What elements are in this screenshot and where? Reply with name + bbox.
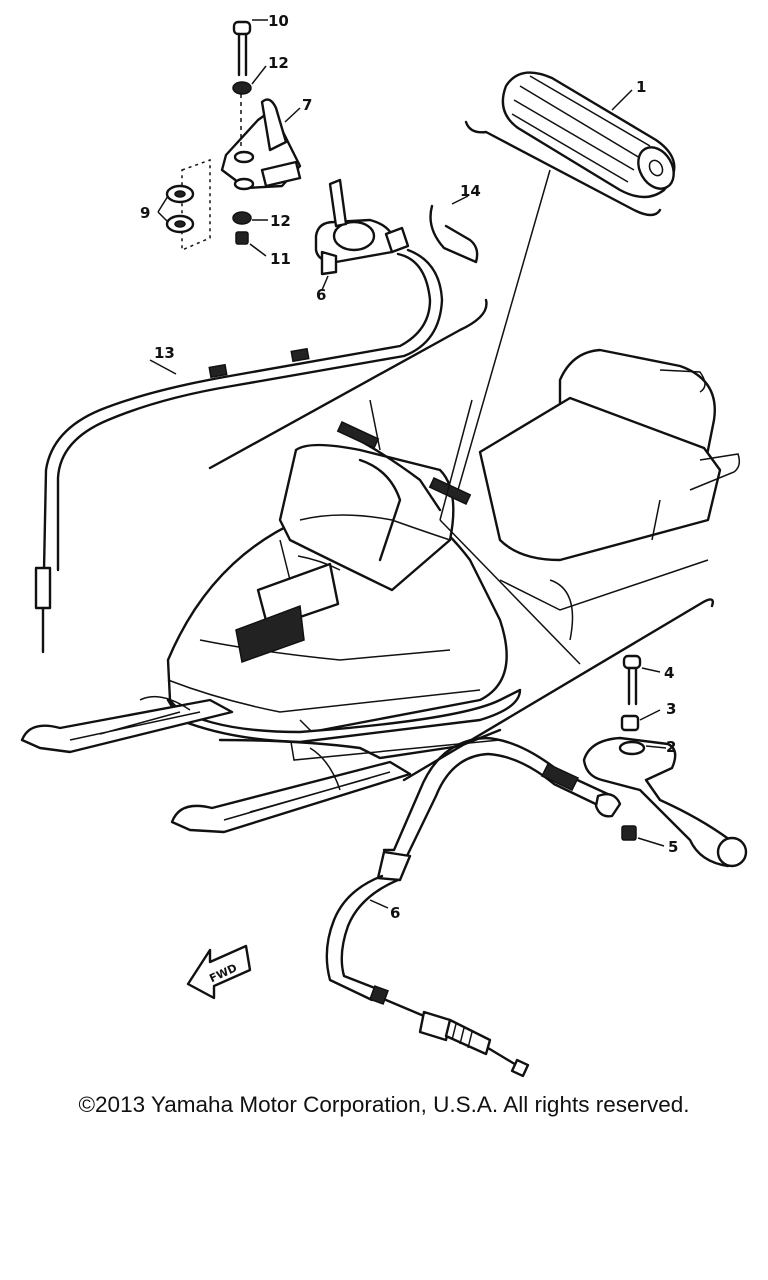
lock-washer-part-12-top — [232, 65, 267, 95]
fwd-direction-arrow — [186, 944, 252, 1000]
callout-6-cable: 6 — [390, 904, 400, 922]
callout-9: 9 — [140, 204, 150, 222]
callout-2: 2 — [666, 738, 676, 756]
throttle-housing-part-8 — [314, 178, 410, 291]
callout-12-lower: 12 — [270, 212, 291, 230]
callout-14: 14 — [460, 182, 481, 200]
housing-leader-line — [369, 399, 381, 451]
callout-4: 4 — [664, 664, 674, 682]
callout-7: 7 — [302, 96, 312, 114]
brake-leader-line — [439, 519, 581, 665]
collar-part-3 — [620, 709, 661, 732]
callout-3: 3 — [666, 700, 676, 718]
callout-6-top: 6 — [316, 286, 326, 304]
callout-11: 11 — [270, 250, 291, 268]
lock-washer-part-12-lower — [232, 211, 268, 225]
section-divider-upper — [208, 298, 488, 470]
brake-cable-part-6 — [325, 736, 622, 1078]
bracket-part-7 — [220, 94, 302, 191]
bolt-part-10 — [232, 19, 268, 77]
nut-part-5 — [621, 825, 665, 847]
callout-10: 10 — [268, 12, 289, 30]
snowmobile-body — [20, 348, 741, 834]
callout-12-top: 12 — [268, 54, 289, 72]
throttle-cable-part-13 — [34, 248, 444, 654]
brake-lever-part-2 — [582, 736, 748, 868]
section-divider-mid — [402, 598, 714, 782]
grip-leader-line — [457, 169, 551, 491]
parts-exploded-diagram: 1 2 3 4 5 6 7 8 9 10 11 12 12 13 14 6 FW… — [20, 12, 748, 1078]
copyright-notice: ©2013 Yamaha Motor Corporation, U.S.A. A… — [78, 1092, 690, 1117]
callout-1: 1 — [636, 78, 646, 96]
grip-bracket-line — [464, 120, 662, 217]
nut-part-11 — [235, 231, 267, 257]
callout-13: 13 — [154, 344, 175, 362]
grip-part-1 — [501, 71, 676, 199]
clip-part-14 — [429, 195, 479, 264]
washer-pair-part-9 — [157, 158, 211, 252]
bolt-part-4 — [622, 654, 661, 706]
callout-5: 5 — [668, 838, 678, 856]
